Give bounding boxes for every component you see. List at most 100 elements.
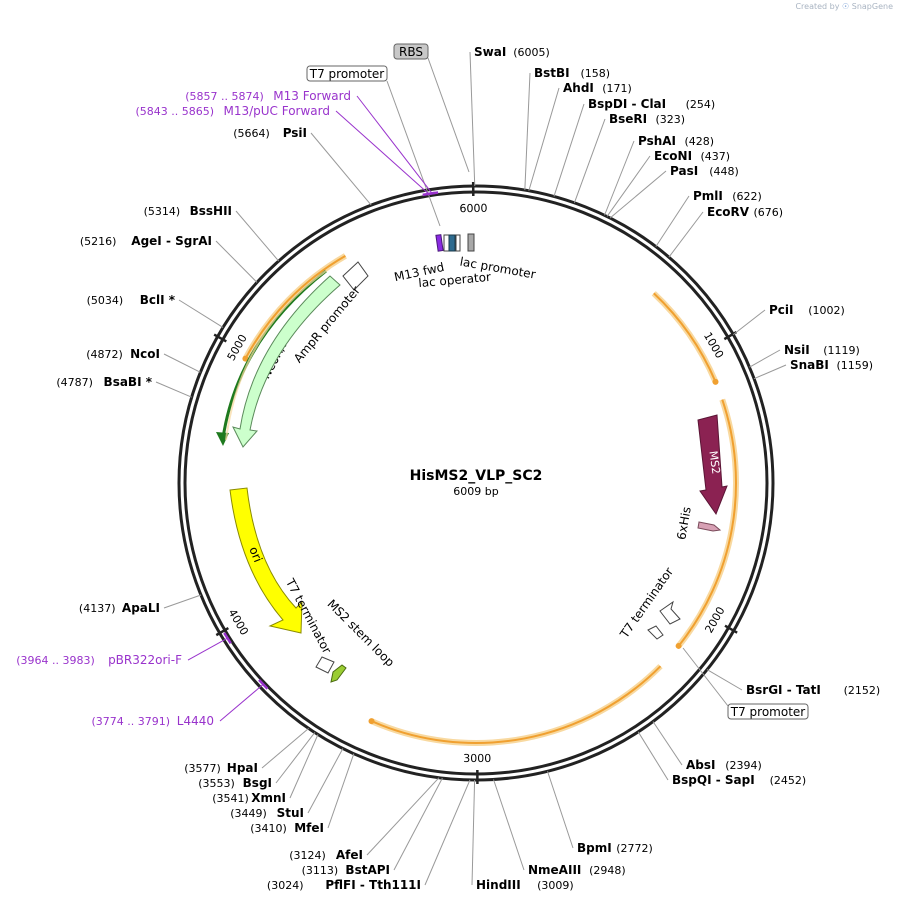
enzyme-name: ApaLI: [122, 601, 160, 615]
enzyme-name: BseRI: [609, 112, 647, 126]
enzyme-leader-pshai: [604, 140, 635, 216]
enzyme-site-bsrgi-tati[interactable]: BsrGI - TatI(2152): [746, 683, 880, 697]
enzyme-leader-snabi: [753, 364, 787, 380]
enzyme-leader-bstapi: [393, 777, 443, 871]
enzyme-name: StuI: [277, 806, 304, 820]
enzyme-site-pmli[interactable]: PmlI (622): [693, 189, 762, 203]
enzyme-leader-stui: [307, 748, 344, 814]
enzyme-site-bspdi-clai[interactable]: BspDI - ClaI(254): [588, 97, 715, 111]
orf-arc-3-glow: [370, 664, 663, 746]
primer-mark-pbr322ori-f: [223, 632, 232, 644]
enzyme-position: (622): [732, 190, 762, 203]
enzyme-site-snabi[interactable]: SnaBI(1159): [790, 358, 873, 372]
enzyme-leader-ecorv: [668, 211, 704, 258]
enzyme-site-bpmi[interactable]: BpmI(2772): [577, 841, 653, 855]
primer-site-l4440[interactable]: L4440(3774 .. 3791): [91, 714, 214, 728]
enzyme-site-pshai[interactable]: PshAI (428): [638, 134, 714, 148]
enzyme-site-ecorv[interactable]: EcoRV(676): [707, 205, 783, 219]
enzyme-site-afei[interactable]: AfeI(3124): [289, 848, 363, 862]
feature-t7-terminator-right[interactable]: T7 terminator: [617, 565, 681, 642]
feature-ori[interactable]: ori: [229, 487, 303, 634]
enzyme-site-xmni[interactable]: XmnI(3541): [212, 791, 286, 805]
enzyme-site-nmeaiii[interactable]: NmeAIII (2948): [528, 863, 626, 877]
enzyme-site-bsabi[interactable]: BsaBI *(4787): [56, 375, 152, 389]
enzyme-site-apali[interactable]: ApaLI(4137): [79, 601, 160, 615]
enzyme-position: (3410): [250, 822, 287, 835]
enzyme-leader-pasi: [609, 170, 667, 219]
boxed-label-rbs[interactable]: RBS: [393, 43, 470, 173]
enzyme-position: (2948): [589, 864, 626, 877]
enzyme-site-pasi[interactable]: PasI(448): [670, 164, 739, 178]
boxed-label-t7-promoter-top[interactable]: T7 promoter: [306, 65, 441, 227]
enzyme-name: PsiI: [283, 126, 307, 140]
primer-site-m13-puc-forward[interactable]: M13/pUC Forward(5843 .. 5865): [135, 104, 330, 118]
enzyme-leader-bspqi-sapi: [637, 731, 669, 781]
enzyme-site-bsgi[interactable]: BsgI(3553): [198, 776, 272, 790]
orf-arc-3-head: [368, 718, 375, 725]
enzyme-name: BstAPI: [345, 863, 390, 877]
enzyme-position: (2772): [616, 842, 653, 855]
primer-range: (3774 .. 3791): [91, 715, 170, 728]
enzyme-site-psii[interactable]: PsiI (5664): [233, 126, 307, 140]
enzyme-leader-bseri: [573, 118, 606, 203]
t7-promoter-top-label: T7 promoter: [309, 67, 385, 81]
enzyme-leader-econi: [606, 155, 651, 217]
enzyme-site-bstbi[interactable]: BstBI(158): [534, 66, 610, 80]
enzyme-position: (3124): [289, 849, 326, 862]
enzyme-name: NmeAIII: [528, 863, 581, 877]
orf-arc-4: [244, 254, 346, 360]
feature-6xhis[interactable]: 6xHis: [674, 506, 722, 541]
enzyme-site-stui[interactable]: StuI(3449): [230, 806, 304, 820]
feature-lac-region[interactable]: M13 fwd lac promoter lac operator: [393, 233, 537, 290]
enzyme-site-econi[interactable]: EcoNI(437): [654, 149, 730, 163]
enzyme-leader-apali: [163, 594, 202, 609]
enzyme-site-bsshii[interactable]: BssHII(5314): [144, 204, 232, 218]
enzyme-site-bseri[interactable]: BseRI(323): [609, 112, 685, 126]
enzyme-site-pcii[interactable]: PciI(1002): [769, 303, 845, 317]
enzyme-site-bcli[interactable]: BclI *(5034): [87, 293, 176, 307]
feature-label-lac-operator: lac operator: [418, 270, 492, 290]
enzyme-site-swai[interactable]: SwaI(6005): [474, 45, 550, 59]
enzyme-position: (5664): [233, 127, 270, 140]
enzyme-site-nsii[interactable]: NsiI(1119): [784, 343, 860, 357]
primer-leader-m13-puc-forward: [335, 110, 430, 195]
enzyme-site-hpai[interactable]: HpaI(3577): [184, 761, 258, 775]
enzyme-site-bspqi-sapi[interactable]: BspQI - SapI(2452): [672, 773, 806, 787]
enzyme-name: PshAI: [638, 134, 676, 148]
feature-ms2-stem-loop[interactable]: MS2 stem loop: [324, 597, 397, 683]
enzyme-position: (428): [685, 135, 715, 148]
enzyme-name: BssHII: [190, 204, 232, 218]
restriction-sites: SwaI(6005) BstBI(158)AhdI(171) BspDI - Cla…: [56, 45, 880, 892]
enzyme-name: EcoNI: [654, 149, 692, 163]
enzyme-site-absi[interactable]: AbsI(2394): [686, 758, 762, 772]
enzyme-site-agei-sgrai[interactable]: AgeI - SgrAI(5216): [80, 234, 212, 248]
feature-ms2[interactable]: MS2: [697, 414, 728, 516]
tick-label-3000: 3000: [463, 752, 491, 765]
enzyme-position: (3113): [302, 864, 339, 877]
enzyme-name: AbsI: [686, 758, 715, 772]
enzyme-leader-nmeaiii: [493, 779, 525, 871]
enzyme-leader-psii: [310, 132, 372, 206]
enzyme-name: PmlI: [693, 189, 723, 203]
enzyme-leader-ncoi: [163, 353, 201, 373]
enzyme-leader-afei: [366, 777, 440, 856]
enzyme-site-bstapi[interactable]: BstAPI (3113): [302, 863, 390, 877]
enzyme-site-hindiii[interactable]: HindIII(3009): [476, 878, 574, 892]
enzyme-site-mfei[interactable]: MfeI(3410): [250, 821, 324, 835]
primer-site-m13-forward[interactable]: M13 Forward(5857 .. 5874): [185, 89, 351, 103]
enzyme-position: (2452): [770, 774, 807, 787]
enzyme-position: (5034): [87, 294, 124, 307]
tick-mark-2000: [724, 624, 738, 634]
boxed-label-t7-promoter-bottom[interactable]: T7 promoter: [682, 647, 809, 720]
enzyme-site-ahdi[interactable]: AhdI(171): [563, 81, 632, 95]
enzyme-name: EcoRV: [707, 205, 750, 219]
watermark-prefix: Created by: [795, 2, 840, 11]
enzyme-leader-agei-sgrai: [215, 240, 258, 283]
enzyme-site-ncoi[interactable]: NcoI(4872): [86, 347, 160, 361]
enzyme-position: (158): [581, 67, 611, 80]
primer-leader-pbr322ori-f: [187, 637, 228, 661]
enzyme-name: HpaI: [227, 761, 258, 775]
primer-site-pbr322ori-f[interactable]: pBR322ori-F(3964 .. 3983): [16, 653, 182, 667]
enzyme-site-pflfi-tth111i[interactable]: PflFI - Tth111I(3024): [267, 878, 421, 892]
enzyme-leader-bstbi: [524, 72, 531, 191]
